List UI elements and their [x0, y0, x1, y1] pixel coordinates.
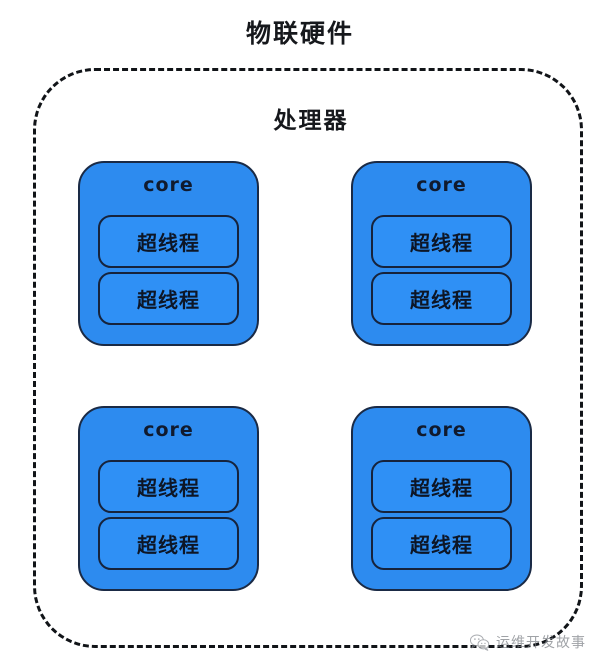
thread-stack: 超线程 超线程: [98, 460, 239, 570]
thread-stack: 超线程 超线程: [371, 215, 512, 325]
thread-stack: 超线程 超线程: [371, 460, 512, 570]
thread-label: 超线程: [410, 288, 473, 312]
thread-box: 超线程: [98, 272, 239, 325]
hardware-container: 处理器 core 超线程 超线程 core 超: [33, 68, 583, 648]
thread-box: 超线程: [98, 517, 239, 570]
core-label: core: [143, 419, 194, 441]
core-label: core: [416, 174, 467, 196]
thread-box: 超线程: [98, 215, 239, 268]
wechat-icon: [470, 633, 490, 651]
thread-label: 超线程: [410, 231, 473, 255]
core-label: core: [143, 174, 194, 196]
thread-box: 超线程: [371, 517, 512, 570]
thread-box: 超线程: [98, 460, 239, 513]
thread-label: 超线程: [137, 231, 200, 255]
core-box: core 超线程 超线程: [351, 406, 532, 591]
thread-box: 超线程: [371, 272, 512, 325]
thread-label: 超线程: [137, 288, 200, 312]
core-box: core 超线程 超线程: [351, 161, 532, 346]
page-title: 物联硬件: [245, 19, 354, 48]
thread-label: 超线程: [137, 533, 200, 557]
processor-label: 处理器: [273, 108, 349, 134]
core-grid: core 超线程 超线程 core 超线程: [78, 161, 546, 591]
thread-label: 超线程: [410, 533, 473, 557]
thread-stack: 超线程 超线程: [98, 215, 239, 325]
thread-box: 超线程: [371, 460, 512, 513]
thread-label: 超线程: [410, 476, 473, 500]
thread-box: 超线程: [371, 215, 512, 268]
core-box: core 超线程 超线程: [78, 406, 259, 591]
watermark: 运维开发故事: [470, 632, 586, 652]
core-label: core: [416, 419, 467, 441]
core-box: core 超线程 超线程: [78, 161, 259, 346]
thread-label: 超线程: [137, 476, 200, 500]
watermark-text: 运维开发故事: [496, 635, 586, 651]
